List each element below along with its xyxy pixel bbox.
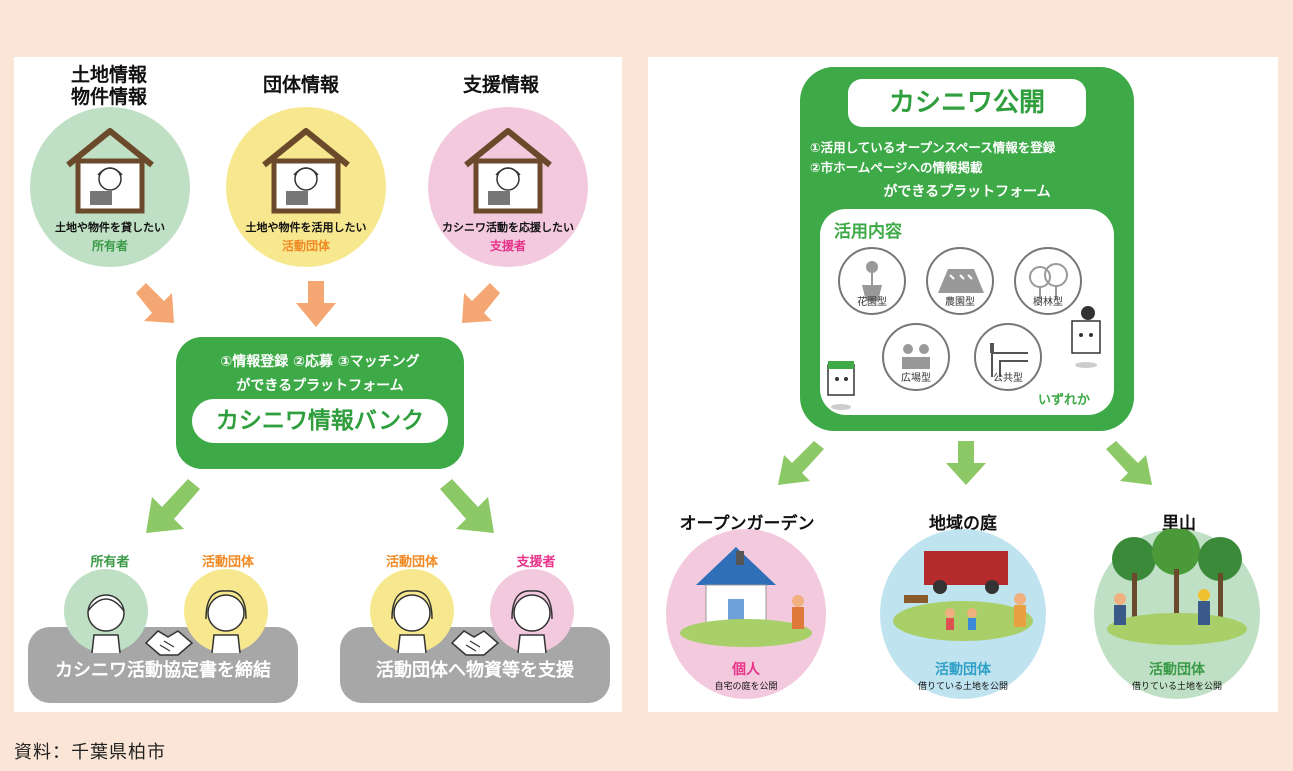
card-title-support: 支援情報: [462, 74, 539, 96]
scene-role-group-satoyama: 活動団体: [1149, 662, 1205, 678]
public-title: カシニワ公開: [848, 79, 1086, 127]
right-panel-kashiniwa-public: カシニワ公開 ①活用しているオープンスペース情報を登録 ②市ホームページへの情報…: [648, 57, 1278, 712]
info-bank-name: カシニワ情報バンク: [192, 399, 448, 443]
public-box: カシニワ公開 ①活用しているオープンスペース情報を登録 ②市ホームページへの情報…: [800, 67, 1134, 431]
house-garden-illustration: [680, 547, 812, 647]
arrow-down-right-icon: [136, 283, 174, 323]
flower-garden-icon: [838, 247, 906, 315]
arrow-down-icon: [296, 281, 336, 327]
card-circle-support: カシニワ活動を応援したい 支援者: [428, 107, 588, 267]
house-laptop-icon: [262, 128, 350, 214]
card-title-land: 土地情報 物件情報: [70, 64, 147, 108]
card-wish-owner: 土地や物件を貸したい: [55, 221, 165, 234]
usage-type-plaza: 広場型: [901, 373, 931, 384]
scene-title-community-garden: 地域の庭: [929, 514, 997, 534]
public-step-1: ①活用しているオープンスペース情報を登録: [810, 140, 1056, 155]
mascot-icon: [827, 361, 855, 410]
scene-role-group-community: 活動団体: [935, 662, 991, 678]
arrow-down-left-icon: [778, 441, 824, 485]
public-platform: ができるプラットフォーム: [883, 184, 1051, 200]
scene-sub-borrowed-land: 借りている土地を公開: [1131, 682, 1222, 692]
public-road-icon: [974, 323, 1042, 391]
card-circle-owner: 土地や物件を貸したい 所有者: [30, 107, 190, 267]
card-wish-support: カシニワ活動を応援したい: [442, 221, 574, 234]
person-face-icon: [511, 590, 553, 654]
person-face-icon: [205, 590, 247, 654]
scene-circle-open-garden: 個人 自宅の庭を公開: [666, 529, 826, 699]
arrow-down-right-icon: [1106, 441, 1152, 485]
card-title-group: 団体情報: [262, 74, 339, 96]
forest-workers-illustration: [1107, 527, 1247, 645]
source-caption: 資料：千葉県柏市: [14, 742, 166, 763]
usage-type-forest: 樹林型: [1033, 297, 1063, 308]
info-bank-box: ①情報登録 ②応募 ③マッチング ができるプラットフォーム カシニワ情報バンク: [176, 337, 464, 469]
pair2-label-group: 活動団体: [385, 555, 438, 570]
handshake-icon: [144, 630, 194, 656]
card-circle-group: 土地や物件を活用したい 活動団体: [226, 107, 386, 267]
forest-icon: [1014, 247, 1082, 315]
scene-title-open-garden: オープンガーデン: [679, 514, 815, 534]
info-bank-steps: ①情報登録 ②応募 ③マッチング: [220, 354, 420, 370]
plaza-icon: [882, 323, 950, 391]
person-face-icon: [87, 594, 125, 654]
supporter-avatar: [490, 569, 574, 654]
card-role-owner: 所有者: [91, 239, 128, 253]
card-wish-group: 土地や物件を活用したい: [245, 221, 367, 234]
mascot-icon: [1071, 306, 1101, 368]
scene-role-individual: 個人: [732, 662, 760, 678]
house-laptop-icon: [66, 128, 154, 214]
owner-avatar: [64, 569, 148, 654]
usage-type-public: 公共型: [993, 373, 1023, 384]
person-face-icon: [391, 590, 433, 654]
community-garden-illustration: [893, 551, 1033, 641]
usage-type-farm: 農園型: [945, 297, 975, 308]
info-bank-platform: ができるプラットフォーム: [236, 378, 404, 394]
scene-sub-own-garden: 自宅の庭を公開: [714, 682, 778, 692]
arrow-down-right-icon: [440, 479, 494, 533]
scene-circle-satoyama: 活動団体 借りている土地を公開: [1094, 527, 1260, 699]
public-step-2: ②市ホームページへの情報掲載: [810, 160, 983, 175]
pair1-label-owner: 所有者: [90, 555, 130, 570]
card-role-group: 活動団体: [281, 239, 330, 253]
arrow-down-icon: [946, 441, 986, 485]
farm-icon: [926, 247, 994, 315]
group-avatar: [184, 569, 268, 654]
left-panel-info-bank: 土地情報 物件情報 土地や物件を貸したい 所有者 団体情報 土地や物件を活用した…: [14, 57, 622, 712]
group-avatar: [370, 569, 454, 654]
house-laptop-icon: [464, 128, 552, 214]
scene-sub-borrowed-land: 借りている土地を公開: [917, 682, 1008, 692]
usage-any-label: いずれか: [1038, 393, 1091, 408]
handshake-icon: [450, 630, 500, 656]
usage-box: 活用内容 花園型 農園型 樹林型 広場型 公共型 いずれか: [820, 209, 1114, 415]
arrow-down-left-icon: [462, 283, 500, 323]
card-role-support: 支援者: [489, 239, 526, 253]
pair1-label-group: 活動団体: [201, 555, 254, 570]
usage-type-flower: 花園型: [857, 297, 887, 308]
pair2-label-support: 支援者: [516, 555, 556, 570]
arrow-down-left-icon: [146, 479, 200, 533]
scene-circle-community-garden: 活動団体 借りている土地を公開: [880, 529, 1046, 699]
usage-title: 活用内容: [834, 222, 902, 242]
